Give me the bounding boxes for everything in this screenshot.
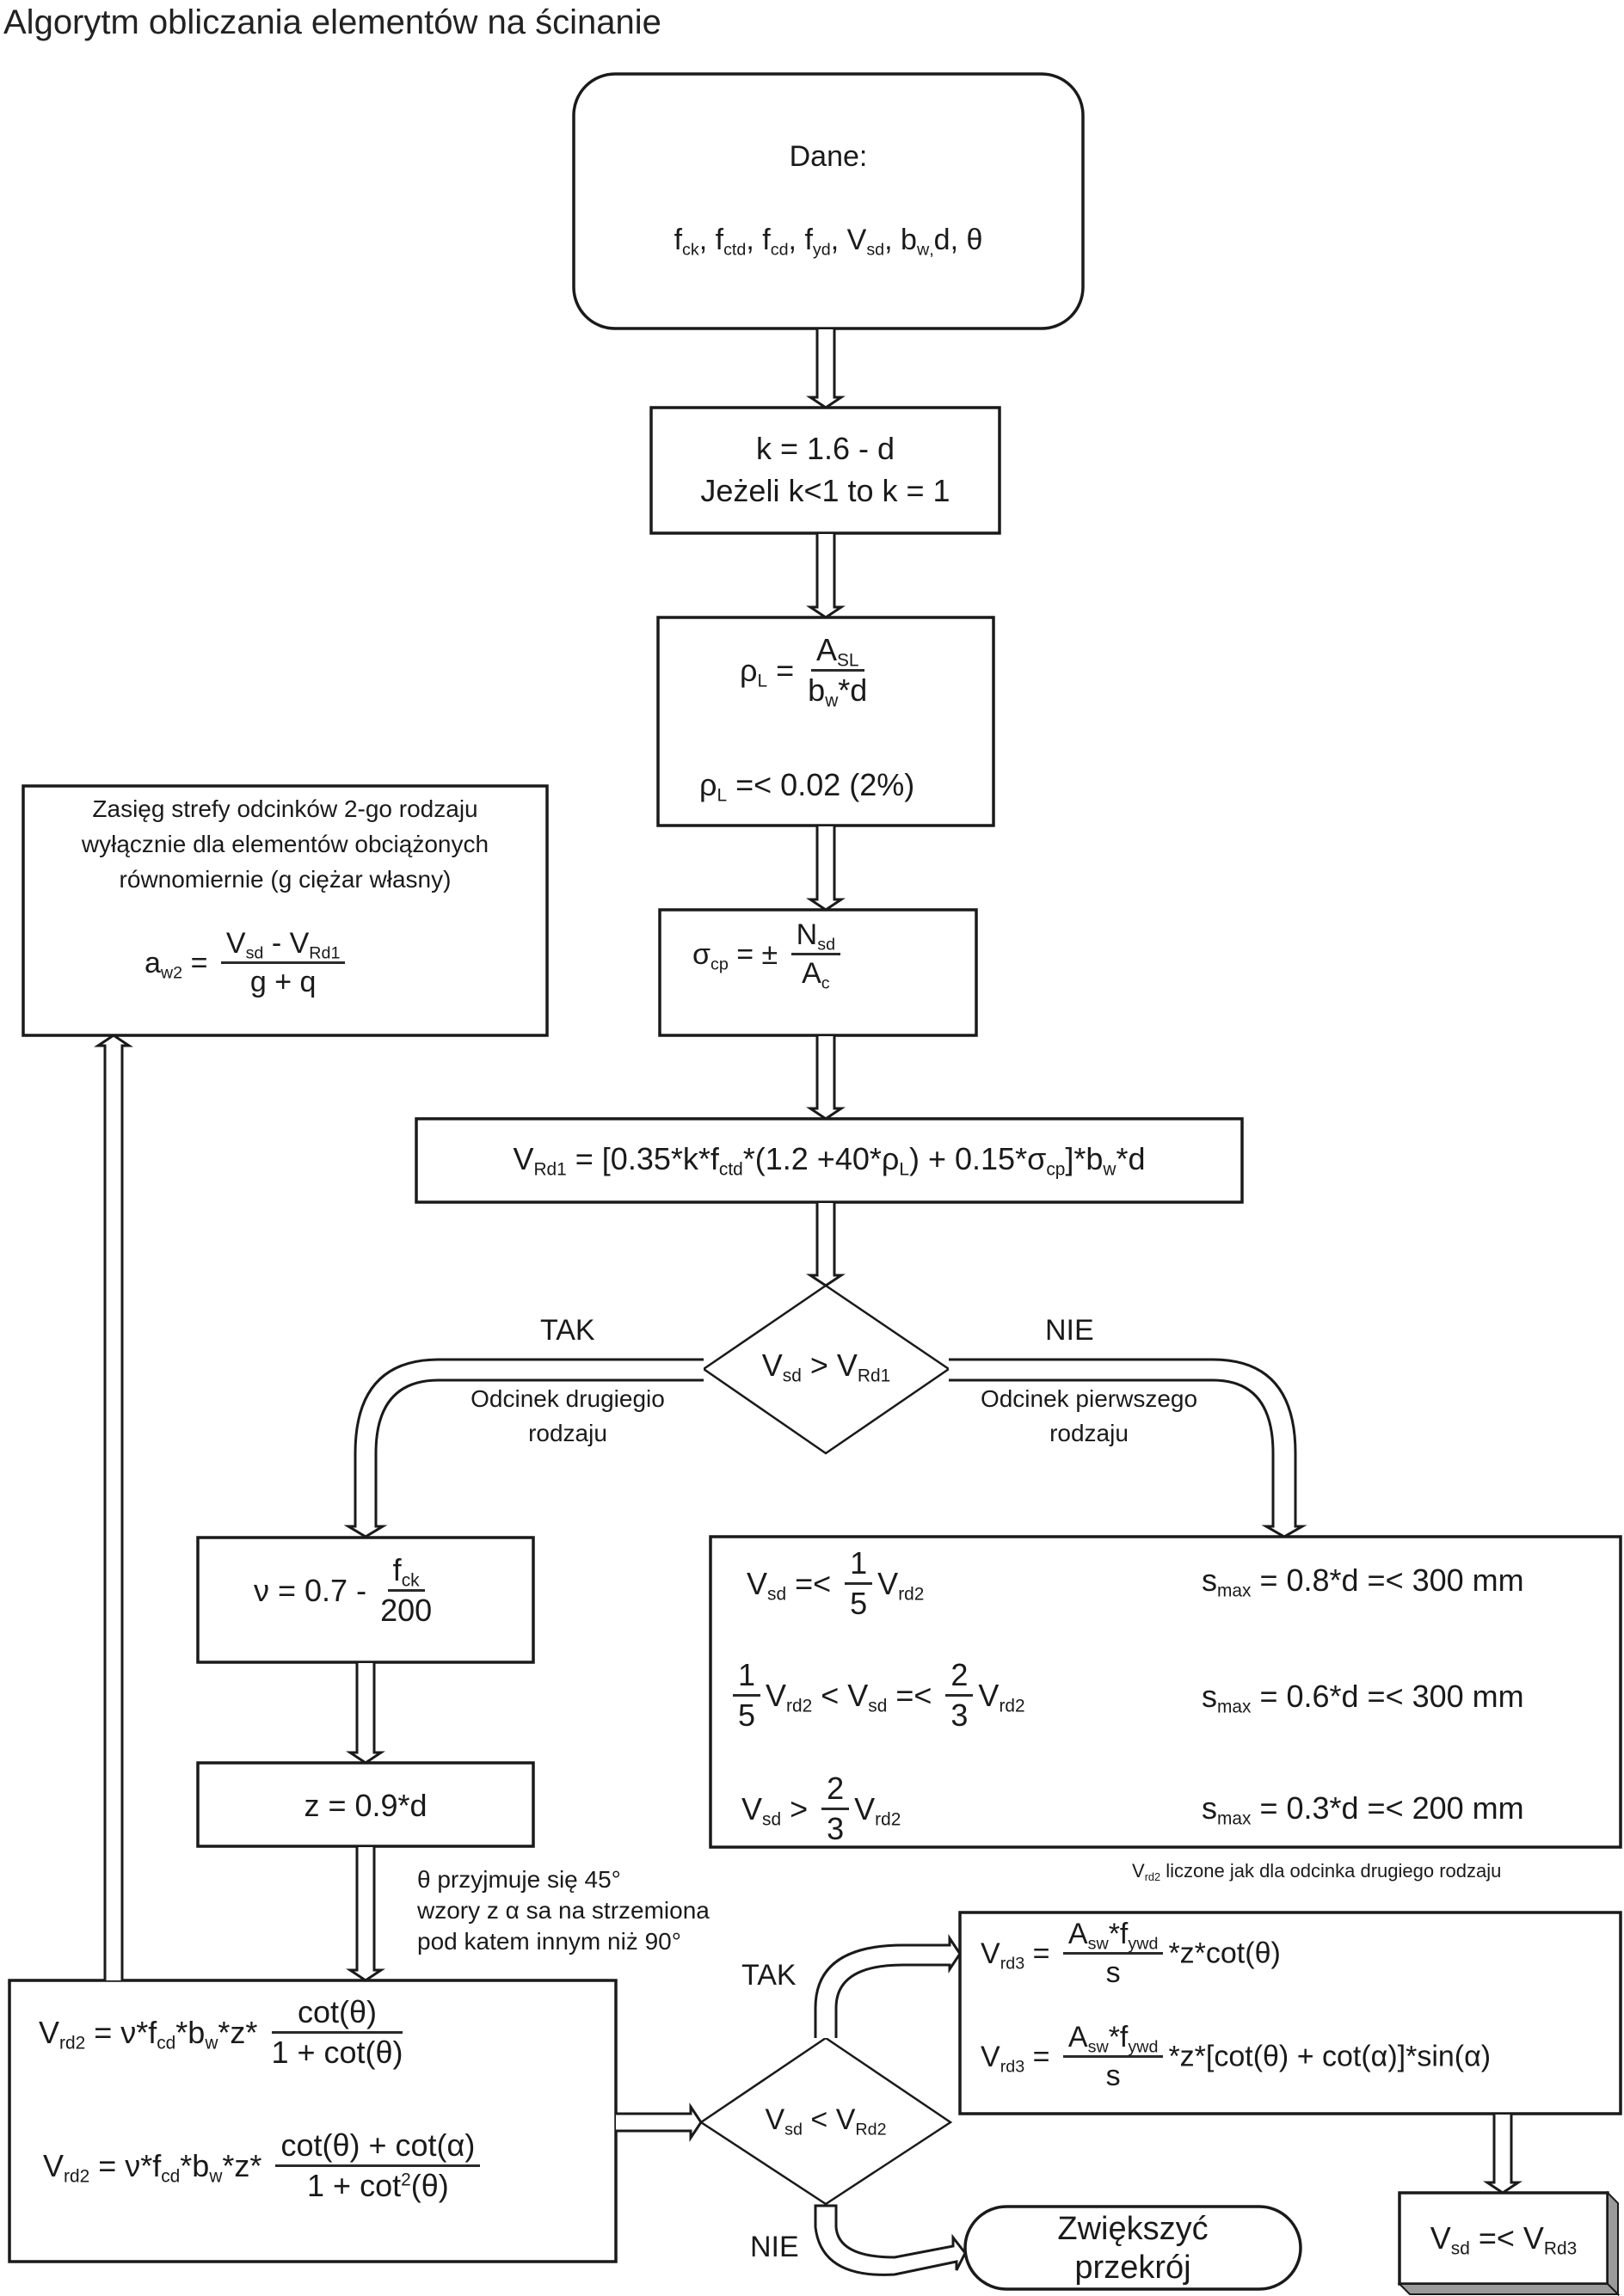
arrow-decision2-no: [814, 2204, 967, 2276]
decision1-no-label: NIE: [1045, 1314, 1094, 1347]
sigma-formula: σcp = ± Nsd Ac: [692, 920, 846, 991]
theta-note-2: wzory z α sa na strzemiona: [417, 1897, 710, 1924]
rho-sub: L: [757, 671, 768, 691]
vrd2-formula-1: Vrd2 = ν*fcd*bw*z* cot(θ)1 + cot(θ): [39, 1994, 403, 2070]
arrow-k-to-rho: [806, 534, 846, 619]
smax-result-3: smax = 0.3*d =< 200 mm: [1202, 1790, 1524, 1829]
start-var: θ: [966, 224, 983, 256]
arrow-vrd1-to-decision1: [806, 1203, 846, 1287]
decision2-no-label: NIE: [750, 2231, 799, 2263]
result-box-bevel-right: [1607, 2190, 1619, 2296]
start-vars: fck, fctd, fcd, fyd, Vsd, bw,d, θ: [674, 224, 983, 260]
arrow-start-to-k: [806, 329, 846, 409]
range-line-2: wyłącznie dla elementów obciążonych: [81, 831, 489, 857]
nu-fraction: fck 200: [380, 1552, 433, 1628]
decision1-diamond[interactable]: [701, 1284, 951, 1455]
decision1-yes-label: TAK: [540, 1314, 595, 1347]
arrow-sigma-to-vrd1: [806, 1036, 846, 1120]
vrd1-formula: VRd1 = [0.35*k*fctd*(1.2 +40*ρL) + 0.15*…: [513, 1141, 1146, 1180]
smax-result-2: smax = 0.6*d =< 300 mm: [1202, 1679, 1524, 1717]
arrow-vrd2-to-range: [94, 1034, 133, 1980]
decision1-no-note-1: Odcinek pierwszego: [980, 1385, 1198, 1412]
theta-note-3: pod katem innym niż 90°: [417, 1928, 681, 1955]
vrd2-fraction-1: cot(θ)1 + cot(θ): [271, 1994, 403, 2070]
smax-box[interactable]: [709, 1535, 1622, 1849]
range-line-3: równomiernie (g ciężar własny): [119, 866, 452, 893]
arrow-vrd2-to-decision2: [616, 2103, 703, 2142]
start-var: f: [804, 224, 813, 256]
rho-fraction: ASL bw*d: [808, 635, 868, 711]
rho-eq: =: [776, 652, 795, 688]
start-var: f: [715, 224, 724, 256]
start-label: Dane:: [789, 140, 868, 173]
terminator-box[interactable]: [963, 2205, 1302, 2291]
arrow-nu-to-z: [346, 1663, 385, 1765]
vrd2-formula-2: Vrd2 = ν*fcd*bw*z* cot(θ) + cot(α)1 + co…: [43, 2130, 485, 2201]
result-box-bevel-bottom: [1397, 2283, 1621, 2295]
decision1-no-note-2: rodzaju: [1049, 1420, 1129, 1446]
range-box[interactable]: [22, 784, 549, 1037]
decision2-yes-label: TAK: [741, 1959, 797, 1992]
arrow-vrd3-to-result: [1483, 2115, 1522, 2195]
start-var: f: [674, 224, 683, 256]
smax-result-1: smax = 0.8*d =< 300 mm: [1202, 1562, 1524, 1601]
result-condition: Vsd =< VRd3: [1430, 2220, 1578, 2259]
z-formula: z = 0.9*d: [304, 1788, 428, 1823]
arrow-decision1-no: [949, 1358, 1307, 1538]
decision1-yes-note-1: Odcinek drugiegio: [471, 1385, 665, 1412]
start-var: f: [762, 224, 771, 256]
start-var: d: [933, 224, 950, 256]
k-box[interactable]: [649, 406, 1001, 535]
decision2-diamond[interactable]: [698, 2036, 953, 2206]
vrd3-box[interactable]: [958, 1911, 1622, 2115]
k-condition: Jeżeli k<1 to k = 1: [700, 473, 950, 508]
arrow-decision2-yes: [814, 1934, 962, 2038]
rho-denominator: bw*d: [808, 672, 868, 711]
terminator-line-1: Zwiększyć: [1057, 2211, 1209, 2247]
vrd1-box[interactable]: [415, 1117, 1244, 1204]
rho-formula: ρL = ASL bw*d: [740, 635, 872, 711]
range-line-1: Zasięg strefy odcinków 2-go rodzaju: [92, 795, 478, 822]
start-var: b: [901, 224, 917, 256]
vrd2-fraction-2: cot(θ) + cot(α)1 + cot2(θ): [275, 2130, 481, 2201]
arrow-rho-to-sigma: [806, 826, 846, 912]
start-var: V: [846, 224, 867, 256]
sigma-box[interactable]: [658, 908, 978, 1037]
k-formula: k = 1.6 - d: [755, 431, 895, 466]
page-title: Algorytm obliczania elementów na ścinani…: [3, 3, 661, 41]
decision2-condition: Vsd < VRd2: [765, 2103, 887, 2139]
decision1-yes-note-2: rodzaju: [528, 1420, 607, 1446]
nu-formula: ν = 0.7 - fck 200: [254, 1552, 433, 1628]
arrow-decision1-yes: [343, 1358, 704, 1538]
rho-numerator: ASL: [810, 635, 864, 672]
range-fraction: Vsd - VRd1 g + q: [220, 929, 346, 997]
range-formula: aw2 = Vsd - VRd1 g + q: [145, 929, 350, 997]
arrow-z-to-vrd2: [346, 1847, 385, 1982]
rho-symbol: ρ: [740, 652, 758, 688]
smax-note: Vrd2 liczone jak dla odcinka drugiego ro…: [1132, 1860, 1502, 1884]
rho-limit: ρL =< 0.02 (2%): [699, 767, 915, 806]
sigma-fraction: Nsd Ac: [790, 920, 841, 991]
decision1-condition: Vsd > VRd1: [761, 1348, 891, 1386]
terminator-line-2: przekrój: [1074, 2250, 1191, 2286]
start-box[interactable]: [572, 72, 1085, 330]
theta-note-1: θ przyjmuje się 45°: [417, 1866, 621, 1893]
